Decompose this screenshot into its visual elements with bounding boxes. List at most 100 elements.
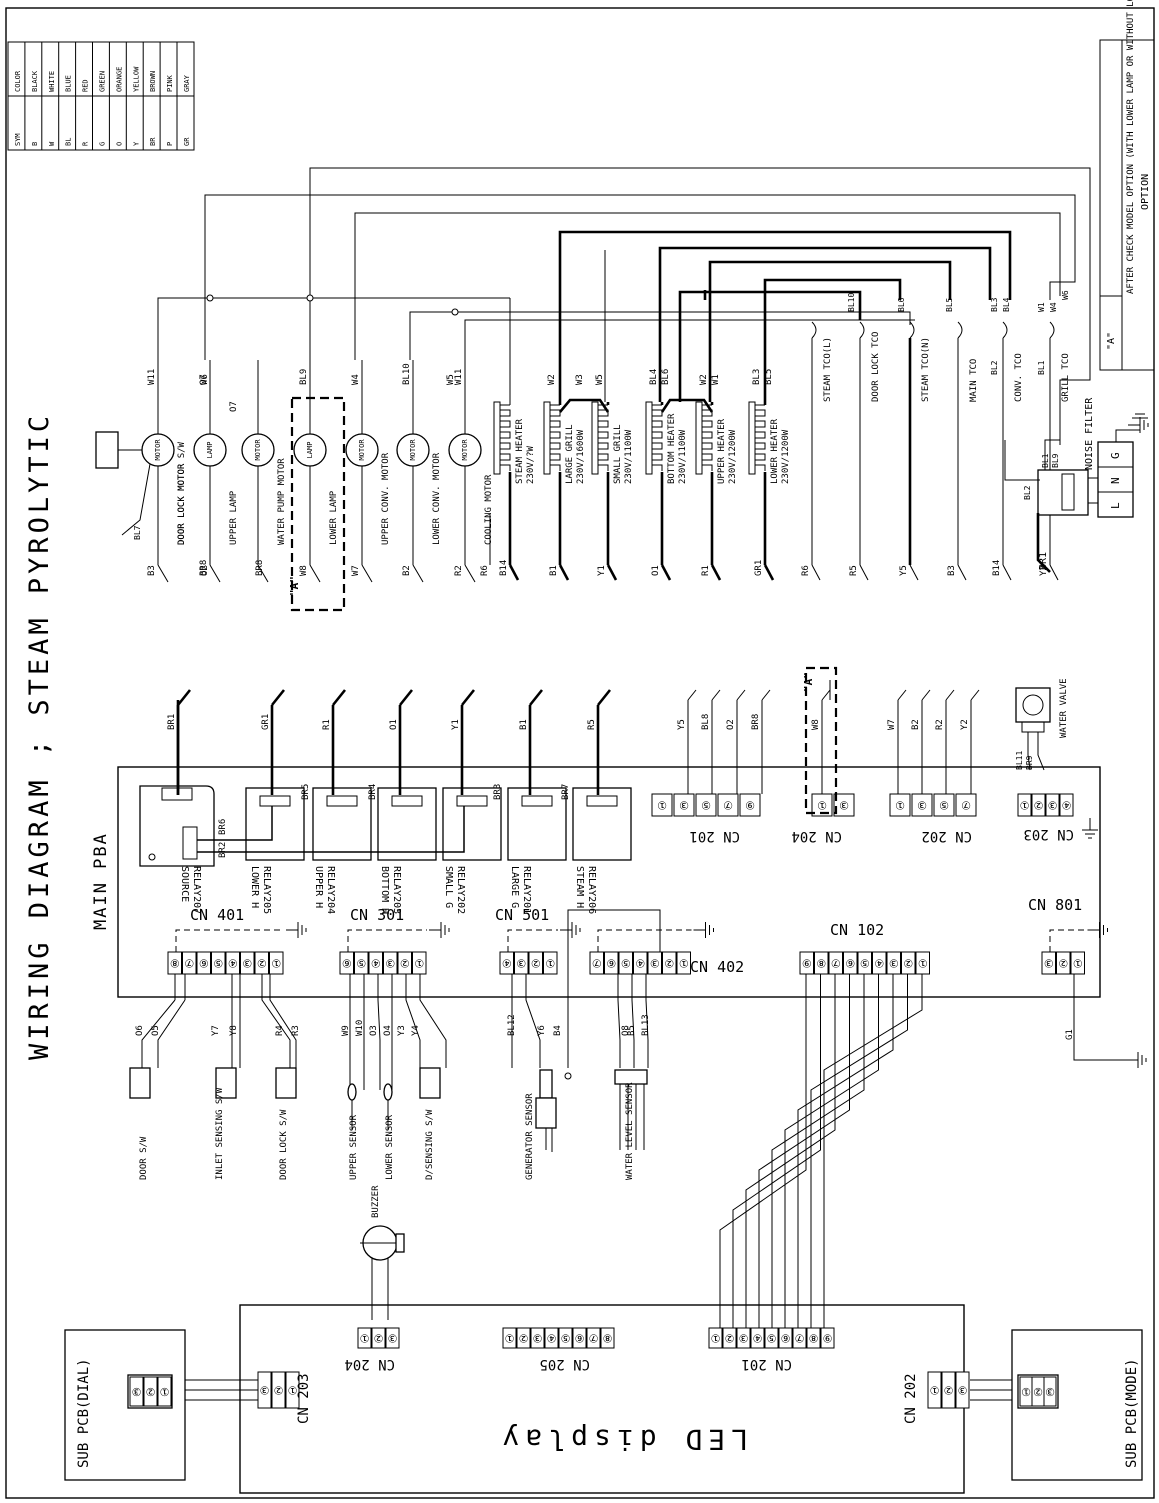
ground-icon	[286, 922, 307, 938]
cn402-pin-7-cell	[589, 951, 604, 975]
load-name-4: UPPER CONV. MOTOR	[381, 452, 391, 545]
cn301-label: CN 301	[350, 906, 404, 924]
cn402-pin-3: ③	[650, 957, 660, 970]
color-table-sym-10: GR	[183, 137, 191, 146]
cn204-pin-1: ①	[817, 799, 827, 812]
relay-internal-br3: BR3	[493, 784, 503, 800]
load-wire-top-3: BL9	[299, 369, 309, 385]
disp-cn205-pin-5-cell	[558, 1327, 573, 1349]
cn402-pin-6-cell	[604, 951, 619, 975]
tco-name-4: CONV. TCO	[1014, 353, 1024, 402]
load-wire-bottom-1: BR8	[199, 560, 209, 576]
noise-filter-pin-n: N	[1109, 477, 1122, 484]
color-table-sym-1: B	[31, 142, 39, 146]
cn203-pin-2: ②	[1033, 799, 1043, 812]
load-name-5: LOWER CONV. MOTOR	[432, 452, 442, 545]
ground-icon	[1126, 1052, 1147, 1068]
ground-icon	[1087, 922, 1108, 938]
tco-switch-icon	[859, 321, 865, 339]
cn102-pin-1: ①	[918, 957, 928, 970]
cn202-pin-3: ③	[917, 799, 927, 812]
tco-wire-bottom-4: B14	[992, 560, 1002, 576]
cn401-wire-1: O5	[151, 1025, 161, 1036]
cn401-label: CN 401	[190, 906, 244, 924]
disp-cn205-pin-6: ⑥	[574, 1332, 584, 1345]
ground-icon	[560, 922, 581, 938]
heater-name-2: SMALL GRILL	[613, 424, 623, 484]
disp-cn201-pin-7-cell	[792, 1327, 807, 1349]
cn402-pin-5: ⑤	[621, 957, 631, 970]
relay-wire-0: BR1	[167, 714, 177, 730]
cn204-wire-0: W8	[811, 719, 821, 730]
color-table-color-1: BLACK	[31, 70, 39, 92]
water-valve-label: WATER VALVE	[1059, 678, 1069, 738]
outer-frame	[5, 7, 1155, 1499]
disp-cn205-pin-3: ③	[532, 1332, 542, 1345]
water-valve-wire-br9: BR9	[1025, 755, 1034, 770]
cn402-pin-7: ⑦	[592, 957, 602, 970]
relay-label-name-1: LOWER H	[249, 866, 260, 908]
load-wire-w6: W6	[200, 374, 210, 385]
heater-wire-top2-3: BL6	[661, 369, 671, 385]
disp-cn201-pin-8: ⑧	[808, 1332, 818, 1345]
relay-label-name-2: UPPER H	[313, 866, 324, 908]
disp-cn205-pin-8-cell	[600, 1327, 615, 1349]
ground-icon	[1128, 417, 1149, 433]
disp-cn204-pin-2: ②	[373, 1332, 383, 1345]
ribbon-wire-0	[719, 974, 807, 1328]
heater-rating-4: 230V/1200W	[728, 429, 738, 484]
disp-cn203-pin-3: ③	[259, 1384, 269, 1397]
cn102-label: CN 102	[830, 921, 884, 939]
relay-1	[245, 787, 305, 861]
cn401-pin-4: ④	[228, 957, 238, 970]
ground-icon	[429, 922, 450, 938]
ribbon-wire-7	[810, 974, 908, 1328]
cn401-pin-1: ①	[271, 957, 281, 970]
cn301-pin-2: ②	[400, 957, 410, 970]
tco-switch-icon	[811, 321, 817, 339]
cn301-pin-3: ③	[385, 957, 395, 970]
load-type-5: MOTOR	[409, 439, 417, 461]
disp-cn201-pin-9-cell	[820, 1327, 835, 1349]
tco-name-5: GRILL TCO	[1061, 353, 1071, 402]
load-name-6: COOLING MOTOR	[484, 474, 494, 545]
cn401-pin-8: ⑧	[170, 957, 180, 970]
load-wire-br8: BR8	[255, 560, 265, 576]
relay-wire-1: GR1	[261, 714, 271, 730]
load-wire-top-6: W11	[454, 369, 464, 385]
buzzer-label: BUZZER	[371, 1185, 381, 1218]
load-wire-bottom-3: W8	[299, 565, 309, 576]
noise-filter: G N L NOISE FILTER BL1 BL9 BL2 BR1	[1004, 397, 1148, 573]
option-note: AFTER CHECK MODEL OPTION (WITH LOWER LAM…	[1099, 0, 1155, 371]
disp-cn204-pin-1: ①	[359, 1332, 369, 1345]
cn801-pin-2: ②	[1058, 957, 1068, 970]
tco-wire-top-4: BL3	[990, 297, 999, 312]
sensor-label-5: D/SENSING S/W	[425, 1109, 435, 1180]
tco-wire-top3-5: W6	[1061, 290, 1070, 300]
ribbon-wire-4	[771, 974, 865, 1328]
ribbon-wire-5	[784, 974, 879, 1328]
load-wire-o7: O7	[229, 401, 239, 412]
disp-cn201-pin-1: ①	[710, 1332, 720, 1345]
d-sensing-switch-icon	[419, 1067, 441, 1099]
tco-name-1: DOOR LOCK TCO	[871, 332, 881, 402]
disp-cn201-pin-1-cell	[708, 1327, 723, 1349]
color-table-color-9: PINK	[166, 74, 174, 92]
tco-wire-bottom-3: B3	[947, 565, 957, 576]
disp-cn201-pin-4-cell	[750, 1327, 765, 1349]
heater-rating-1: 230V/1600W	[576, 429, 586, 484]
cn301-pin-5-cell	[354, 951, 369, 975]
cn202-pin-7-cell	[955, 793, 977, 817]
relay-label-id-3: RELAY203	[391, 866, 402, 914]
door-lock-switch-icon	[275, 1067, 297, 1099]
relay-label-name-6: STEAM H	[574, 866, 585, 908]
cn301-wire-7: W10	[355, 1020, 365, 1036]
relay-label-name-5: LARGE G	[509, 866, 520, 908]
disp-cn204-pin-3-cell	[385, 1327, 400, 1349]
color-table-color-7: YELLOW	[132, 66, 140, 92]
cn202-wire-1: B2	[911, 719, 921, 730]
cn201-pin-5: ⑤	[701, 799, 711, 812]
nf-wire-bl2: BL2	[1023, 485, 1032, 500]
cn402-pin-5-cell	[618, 951, 633, 975]
